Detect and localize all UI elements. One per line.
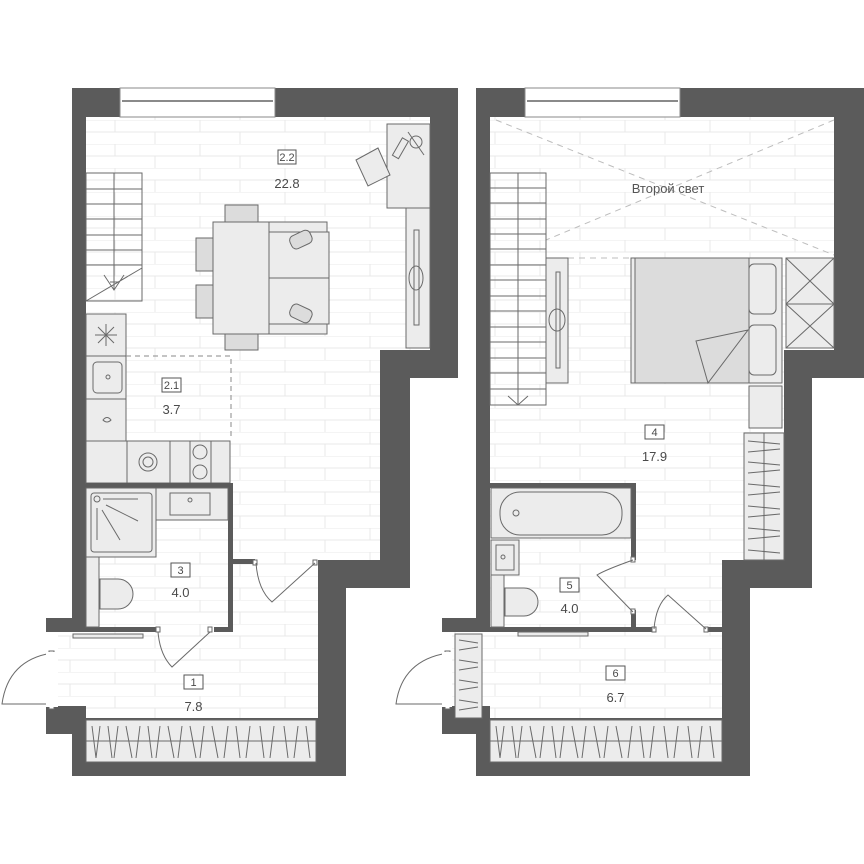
svg-text:1: 1 <box>190 677 196 689</box>
svg-text:2.2: 2.2 <box>279 152 294 164</box>
svg-text:3: 3 <box>177 565 183 577</box>
svg-text:6: 6 <box>612 668 618 680</box>
svg-text:2.1: 2.1 <box>164 380 179 392</box>
svg-text:22.8: 22.8 <box>274 176 299 191</box>
door <box>252 559 318 603</box>
room-label-3: 3 4.0 <box>170 562 191 600</box>
door <box>155 626 213 668</box>
tv-stand <box>405 207 431 349</box>
room-label-4: 4 17.9 <box>642 424 667 464</box>
svg-text:17.9: 17.9 <box>642 449 667 464</box>
bathroom-fixtures <box>490 487 632 628</box>
room-label-1: 1 7.8 <box>183 674 204 714</box>
sofa <box>268 221 330 335</box>
bed <box>630 257 783 429</box>
room-label-6: 6 6.7 <box>605 665 626 705</box>
svg-text:7.8: 7.8 <box>184 699 202 714</box>
svg-text:3.7: 3.7 <box>162 402 180 417</box>
kitchen <box>85 313 232 484</box>
svg-text:5: 5 <box>566 580 572 592</box>
window <box>119 87 276 118</box>
tv-stand <box>545 257 569 384</box>
door <box>596 556 636 615</box>
room-label-2.1: 2.1 3.7 <box>161 377 182 417</box>
svg-text:Второй свет: Второй свет <box>632 181 705 196</box>
bathroom-fixtures <box>85 487 229 628</box>
window <box>524 87 681 118</box>
floor-2-plan: Второй свет <box>395 87 864 776</box>
wardrobe <box>489 719 723 763</box>
desk <box>355 123 431 209</box>
floor-1-plan: 2.2 22.8 2.1 3.7 3 4.0 1 7.8 <box>1 87 458 776</box>
svg-text:6.7: 6.7 <box>606 690 624 705</box>
wardrobe <box>85 719 317 763</box>
room-label-5: 5 4.0 <box>559 577 580 616</box>
shelving <box>785 257 835 349</box>
svg-text:4.0: 4.0 <box>560 601 578 616</box>
wardrobe <box>454 633 483 719</box>
svg-text:4: 4 <box>651 427 657 439</box>
room-label-2.2: 2.2 22.8 <box>274 149 300 191</box>
svg-text:4.0: 4.0 <box>171 585 189 600</box>
wardrobe <box>743 432 785 561</box>
entrance-door <box>395 650 451 710</box>
dining-table <box>195 204 270 351</box>
door <box>651 594 709 633</box>
staircase <box>85 172 143 302</box>
